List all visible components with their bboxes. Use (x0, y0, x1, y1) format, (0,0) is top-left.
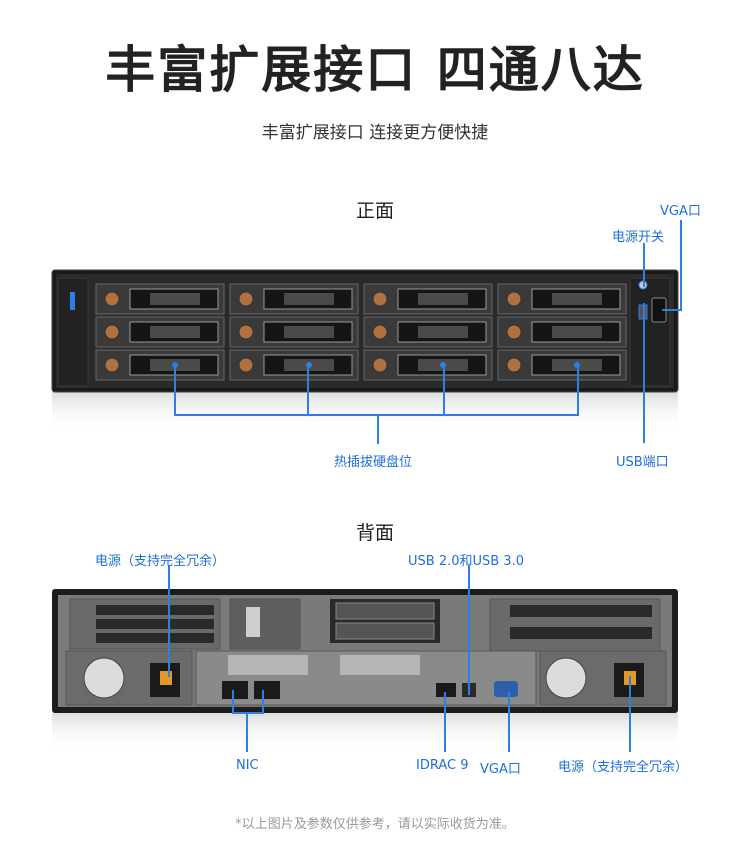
drive-bay (95, 316, 225, 348)
front-power-switch-label: 电源开关 (612, 230, 665, 245)
front-section-title: 正面 (355, 200, 394, 222)
hot-swap-bays-label: 热插拔硬盘位 (334, 455, 413, 470)
rear-idrac-label: IDRAC 9 (416, 758, 469, 773)
rear-nic-label: NIC (236, 758, 259, 773)
rear-vga-label: VGA口 (480, 762, 521, 777)
rear-psu-right-label: 电源（支持完全冗余） (558, 760, 689, 775)
server-front-image (51, 269, 679, 432)
front-usb-label: USB端口 (616, 455, 669, 470)
rear-psu-left-label: 电源（支持完全冗余） (95, 554, 226, 569)
subtitle: 丰富扩展接口 连接更方便快捷 (261, 123, 489, 143)
headline: 丰富扩展接口 四通八达 (105, 41, 645, 99)
rear-usb-label: USB 2.0和USB 3.0 (408, 554, 524, 569)
drive-bay (497, 316, 627, 348)
drive-bay (497, 283, 627, 315)
server-rear-image (52, 589, 678, 751)
drive-bay (497, 349, 627, 381)
drive-bay (229, 349, 359, 381)
drive-bay (229, 316, 359, 348)
drive-bay (229, 283, 359, 315)
drive-bay (95, 349, 225, 381)
drive-bay (363, 316, 493, 348)
drive-bay (363, 349, 493, 381)
footnote: *以上图片及参数仅供参考，请以实际收货为准。 (235, 817, 515, 832)
drive-bay (363, 283, 493, 315)
drive-bay (95, 283, 225, 315)
rear-section-title: 背面 (355, 522, 394, 544)
front-vga-label: VGA口 (660, 204, 701, 219)
